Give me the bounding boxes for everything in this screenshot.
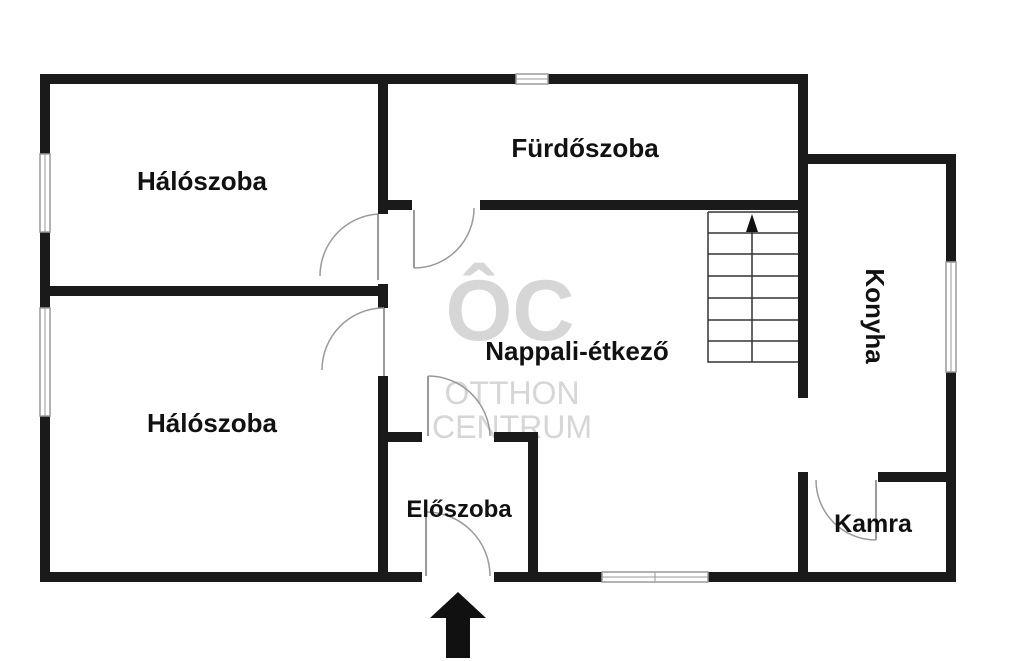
wall-bottom-1 — [40, 572, 422, 582]
windows — [39, 73, 957, 583]
walls — [40, 74, 956, 582]
wall-hall-top-1 — [378, 432, 422, 442]
watermark-line1: OTTHON — [444, 375, 579, 411]
wall-hall-top-2 — [494, 432, 538, 442]
room-label-living-dining: Nappali-étkező — [485, 336, 669, 366]
entrance-arrow-icon — [430, 592, 486, 658]
watermark-logo: ÔC — [446, 263, 575, 359]
room-labels: Hálószoba Fürdőszoba Hálószoba Nappali-é… — [137, 133, 913, 538]
wall-right-1 — [946, 154, 956, 262]
wall-top-left — [40, 74, 516, 84]
wall-div-1 — [378, 74, 388, 214]
doors — [319, 207, 877, 577]
wall-bath-bottom-2 — [480, 200, 808, 210]
stairs — [707, 211, 798, 363]
wall-left-3 — [40, 416, 50, 582]
wall-div-3 — [378, 376, 388, 582]
room-label-bedroom-bottom: Hálószoba — [147, 408, 278, 438]
wall-left-1 — [40, 74, 50, 154]
wall-pantry-top — [878, 472, 956, 482]
wall-bed-div — [40, 286, 388, 296]
wall-bath-bottom-1 — [378, 200, 412, 210]
wall-left-2 — [40, 232, 50, 308]
watermark: ÔC OTTHON CENTRUM — [432, 263, 592, 445]
wall-bottom-2 — [494, 572, 602, 582]
wall-top-right — [548, 74, 808, 84]
room-label-bedroom-top: Hálószoba — [137, 166, 268, 196]
wall-kitchen-top — [798, 154, 956, 164]
wall-pantry-left — [798, 472, 808, 582]
wall-bath-right — [798, 74, 808, 208]
room-label-pantry: Kamra — [834, 510, 913, 538]
room-label-bathroom: Fürdőszoba — [511, 133, 659, 163]
room-label-kitchen: Konyha — [860, 268, 890, 364]
room-label-hallway: Előszoba — [406, 496, 512, 523]
wall-stair-side — [798, 208, 808, 398]
arrow-up-icon — [746, 214, 758, 232]
wall-bottom-3 — [708, 572, 956, 582]
wall-hall-right — [528, 432, 538, 582]
